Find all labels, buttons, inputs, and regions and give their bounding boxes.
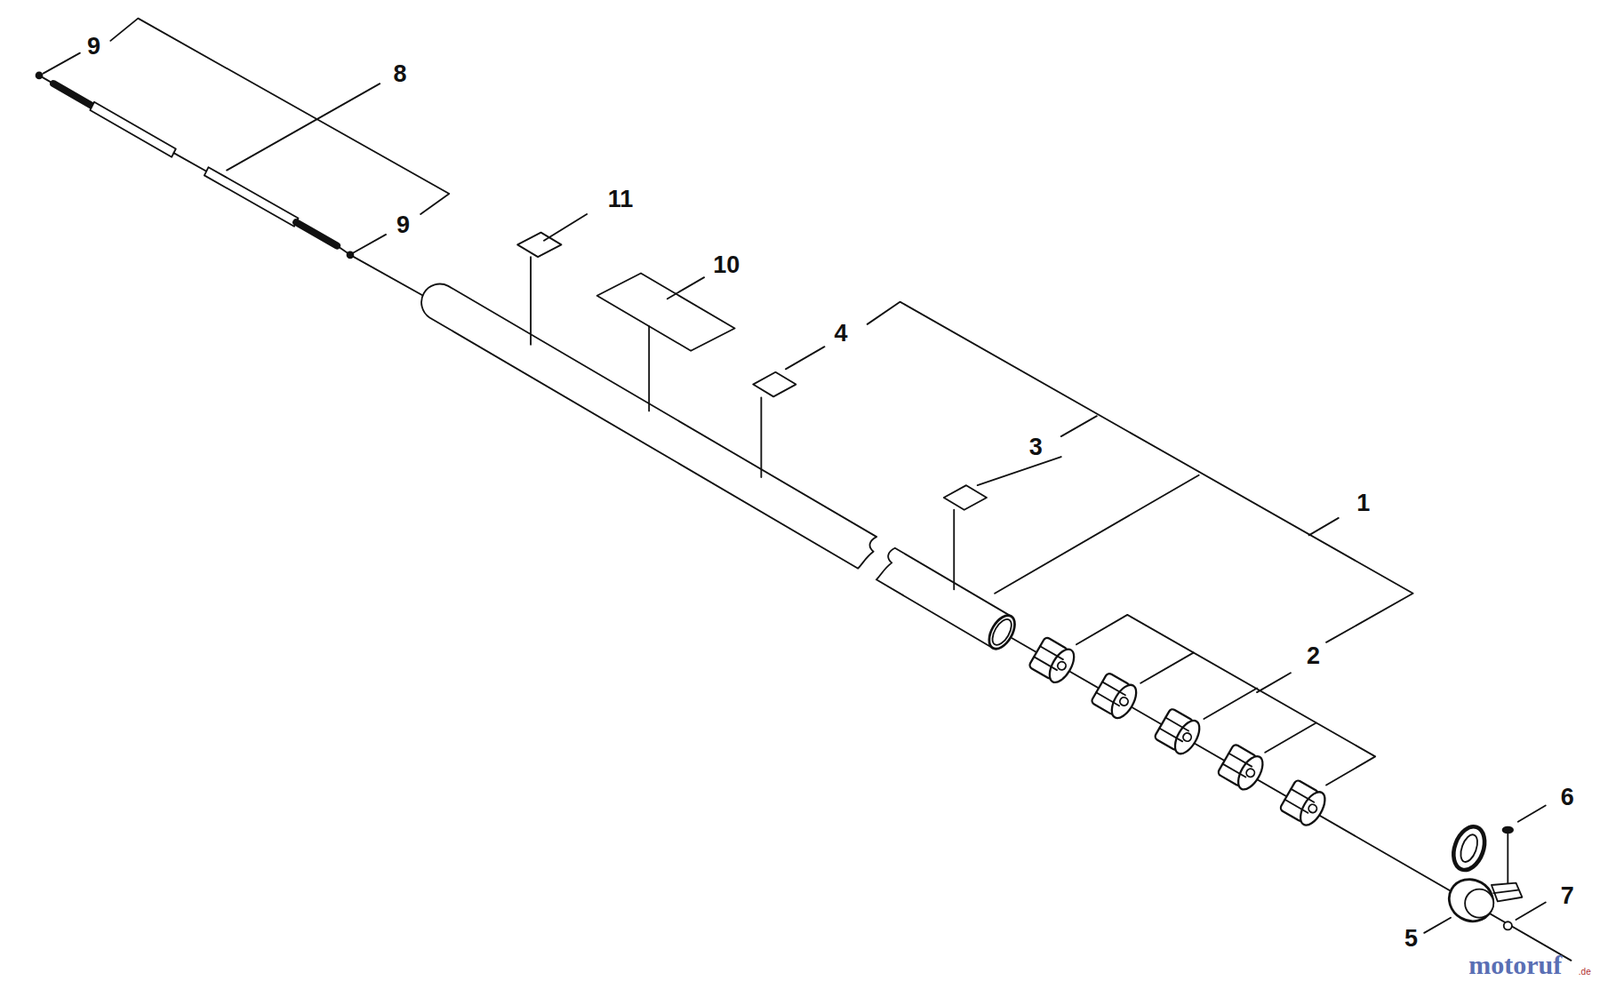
leader-line xyxy=(994,475,1199,594)
leader-line xyxy=(529,256,532,345)
tube xyxy=(421,284,877,569)
leader-line xyxy=(1140,652,1194,683)
nut xyxy=(1504,921,1512,930)
callout-number: 3 xyxy=(1027,433,1045,460)
leader-line xyxy=(952,510,955,590)
bushing xyxy=(1027,635,1079,687)
leader-line xyxy=(1256,672,1291,693)
leader-line xyxy=(1264,723,1316,753)
decal xyxy=(597,273,736,352)
callout-number: 10 xyxy=(711,252,742,279)
callout-number: 11 xyxy=(606,185,636,212)
leader-line xyxy=(667,277,704,299)
watermark: motoruf xyxy=(1466,951,1564,980)
watermark: .de xyxy=(1576,967,1593,978)
leader-line xyxy=(1424,918,1451,934)
bushing xyxy=(1279,778,1330,830)
leader-line xyxy=(544,214,587,241)
decal xyxy=(517,232,561,258)
shaft xyxy=(89,102,176,158)
callout-number: 9 xyxy=(85,32,103,59)
leader-line xyxy=(648,326,650,411)
callout-number: 2 xyxy=(1304,643,1322,670)
callout-number: 5 xyxy=(1402,926,1420,952)
bushing xyxy=(1089,671,1141,722)
leader-line xyxy=(1309,518,1339,536)
bushing xyxy=(1152,707,1204,759)
axis-line xyxy=(350,255,429,299)
clamp xyxy=(1441,822,1523,929)
callout-number: 6 xyxy=(1559,784,1576,810)
shaft-thread xyxy=(296,222,337,246)
decal xyxy=(944,485,987,511)
leader-line xyxy=(1515,902,1545,920)
leader-line xyxy=(867,302,1414,643)
leader-line xyxy=(226,83,380,171)
tube-end xyxy=(984,611,1021,654)
axis-line xyxy=(1012,638,1572,961)
leader-line xyxy=(1061,416,1097,437)
leader-line xyxy=(760,397,762,477)
callout-number: 8 xyxy=(391,60,408,87)
callout-number: 4 xyxy=(832,320,849,347)
leader-line xyxy=(1203,688,1257,720)
leader-line xyxy=(352,234,386,254)
leader-line xyxy=(785,346,825,369)
shaft xyxy=(204,167,299,227)
bolt xyxy=(1503,827,1513,884)
leader-line xyxy=(43,53,80,74)
callout-number: 1 xyxy=(1354,489,1372,516)
callout-number: 9 xyxy=(394,211,412,238)
leader-line xyxy=(977,456,1062,486)
tube-end xyxy=(988,616,1016,648)
leader-line xyxy=(1518,805,1546,822)
leader-line xyxy=(110,18,449,215)
shaft xyxy=(173,152,207,172)
decal xyxy=(752,372,796,398)
callout-number: 7 xyxy=(1559,882,1576,909)
bushing xyxy=(1216,743,1268,794)
shaft-thread xyxy=(53,83,95,107)
